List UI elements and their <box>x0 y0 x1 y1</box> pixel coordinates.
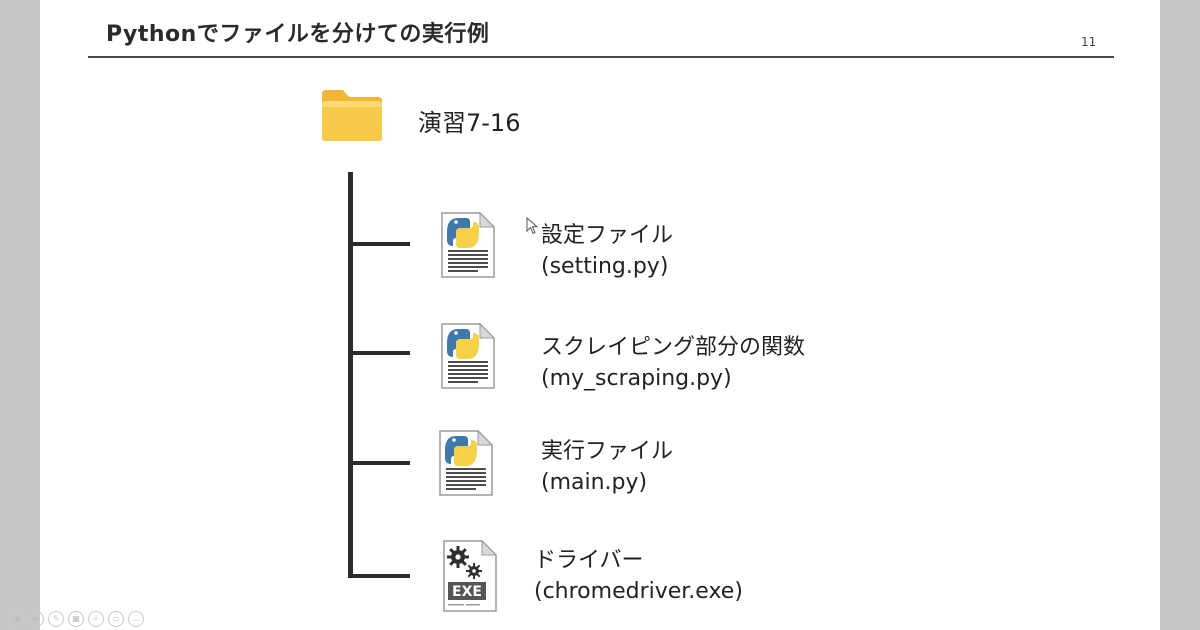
exe-file-icon[interactable] <box>438 538 500 614</box>
presenter-toolbar: ◀ ▶ ✎ ▦ ⌕ ▭ … <box>8 611 144 627</box>
mouse-cursor-icon <box>526 217 538 235</box>
python-file-icon[interactable] <box>434 428 496 498</box>
page-number: 11 <box>1081 35 1097 49</box>
previous-icon[interactable]: ◀ <box>8 611 24 627</box>
file-filename: (setting.py) <box>541 254 669 279</box>
file-filename: (main.py) <box>541 470 648 495</box>
file-label-main: 実行ファイル (main.py) <box>541 436 673 498</box>
file-name: 設定ファイル <box>541 223 674 248</box>
subtitles-icon[interactable]: ▭ <box>108 611 124 627</box>
tree-trunk <box>348 172 353 578</box>
zoom-icon[interactable]: ⌕ <box>88 611 104 627</box>
python-file-icon[interactable] <box>436 210 498 280</box>
file-name: スクレイピング部分の関数 <box>541 335 806 360</box>
folder-label: 演習7-16 <box>418 109 521 137</box>
file-name: 実行ファイル <box>541 439 674 464</box>
python-file-icon[interactable] <box>436 321 498 391</box>
file-label-setting: 設定ファイル (setting.py) <box>541 220 673 282</box>
tree-branch-setting <box>348 242 410 246</box>
tree-branch-main <box>348 461 410 465</box>
exe-badge-text: EXE <box>452 584 482 600</box>
more-icon[interactable]: … <box>128 611 144 627</box>
title-divider <box>88 56 1114 58</box>
file-filename: (my_scraping.py) <box>541 366 732 391</box>
tree-branch-chromedriver <box>348 574 410 578</box>
file-name: ドライバー <box>534 548 644 573</box>
presentation-slide: Pythonでファイルを分けての実行例 11 演習7-16 設定ファイル (se… <box>40 0 1160 630</box>
pen-icon[interactable]: ✎ <box>48 611 64 627</box>
gear-icon <box>447 546 482 579</box>
tree-branch-my-scraping <box>348 351 410 355</box>
file-filename: (chromedriver.exe) <box>534 579 743 604</box>
folder-icon[interactable] <box>320 88 384 142</box>
file-label-my-scraping: スクレイピング部分の関数 (my_scraping.py) <box>541 332 805 394</box>
slide-title: Pythonでファイルを分けての実行例 <box>106 22 490 47</box>
slides-icon[interactable]: ▦ <box>68 611 84 627</box>
file-label-chromedriver: ドライバー (chromedriver.exe) <box>534 545 743 607</box>
next-icon[interactable]: ▶ <box>28 611 44 627</box>
